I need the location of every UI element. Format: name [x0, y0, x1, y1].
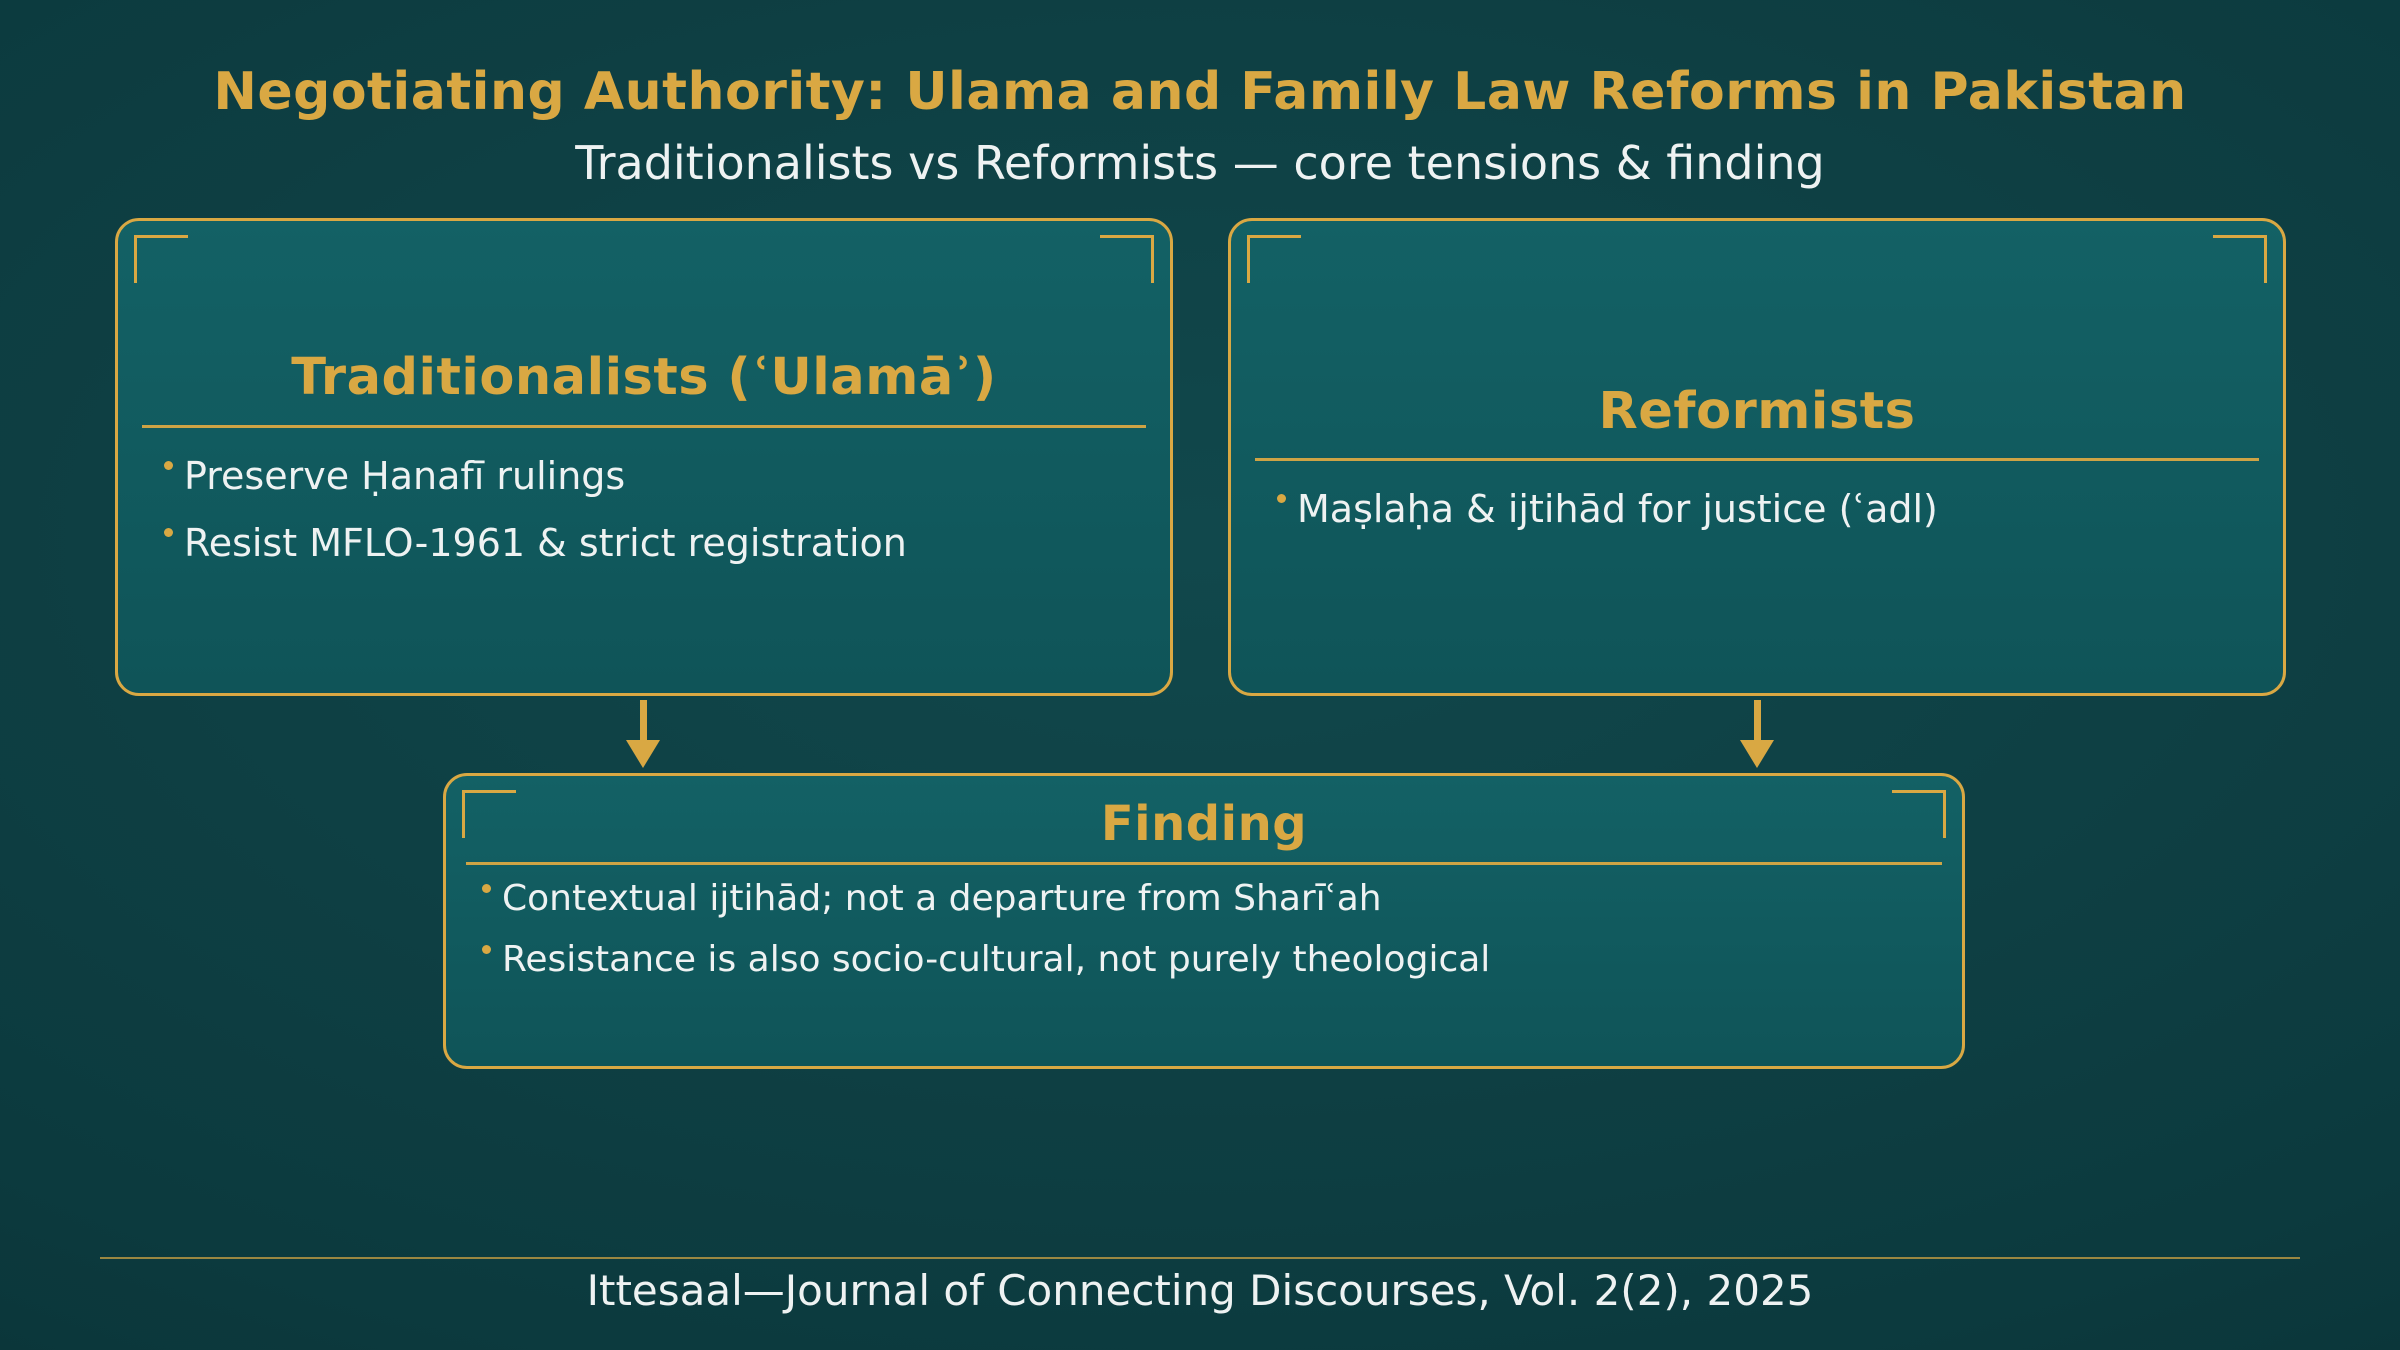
bullet-dot-icon: [482, 944, 491, 954]
bullet-text: Resist MFLO-1961 & strict registration: [184, 521, 907, 566]
arrow-head: [626, 740, 660, 768]
list-item: Preserve Ḥanafī rulings: [164, 454, 1134, 500]
traditionalists-box: Traditionalists (ʿUlamāʾ) Preserve Ḥanaf…: [115, 218, 1173, 696]
list-item: Resist MFLO-1961 & strict registration: [164, 521, 1134, 567]
corner-bracket-icon: [134, 235, 188, 283]
bullet-text: Maṣlaḥa & ijtihād for justice (ʿadl): [1297, 487, 1938, 532]
finding-bullet-list: Contextual ijtihād; not a departure from…: [446, 865, 1962, 981]
bullet-dot-icon: [1277, 494, 1286, 504]
heading-underline: [142, 424, 1146, 428]
page-subtitle: Traditionalists vs Reformists — core ten…: [575, 136, 1825, 190]
list-item: Maṣlaḥa & ijtihād for justice (ʿadl): [1277, 487, 2247, 533]
arrow-shaft: [639, 700, 647, 740]
reformists-bullet-list: Maṣlaḥa & ijtihād for justice (ʿadl): [1231, 461, 2283, 533]
footer-divider: [100, 1257, 2300, 1259]
traditionalists-title: Traditionalists (ʿUlamāʾ): [291, 348, 997, 408]
corner-bracket-icon: [462, 790, 516, 838]
page-title: Negotiating Authority: Ulama and Family …: [213, 62, 2187, 122]
reformists-box: Reformists Maṣlaḥa & ijtihād for justice…: [1228, 218, 2286, 696]
bullet-dot-icon: [164, 460, 173, 470]
traditionalists-bullet-list: Preserve Ḥanafī rulings Resist MFLO-1961…: [118, 428, 1170, 567]
corner-bracket-icon: [1247, 235, 1301, 283]
bullet-dot-icon: [482, 883, 491, 893]
down-arrow-icon: [623, 700, 663, 768]
heading-underline: [466, 861, 1942, 865]
list-item: Contextual ijtihād; not a departure from…: [482, 877, 1926, 920]
corner-bracket-icon: [1892, 790, 1946, 838]
bullet-text: Resistance is also socio-cultural, not p…: [502, 938, 1491, 980]
finding-box: Finding Contextual ijtihād; not a depart…: [443, 773, 1965, 1069]
list-item: Resistance is also socio-cultural, not p…: [482, 938, 1926, 981]
bullet-text: Preserve Ḥanafī rulings: [184, 453, 626, 498]
reformists-title: Reformists: [1598, 382, 1916, 442]
corner-bracket-icon: [2213, 235, 2267, 283]
heading-underline: [1255, 458, 2259, 462]
corner-bracket-icon: [1100, 235, 1154, 283]
footer-text: Ittesaal—Journal of Connecting Discourse…: [586, 1266, 1814, 1315]
down-arrow-icon: [1737, 700, 1777, 768]
bullet-dot-icon: [164, 528, 173, 538]
arrow-shaft: [1753, 700, 1761, 740]
arrow-head: [1740, 740, 1774, 768]
finding-title: Finding: [1100, 796, 1308, 852]
bullet-text: Contextual ijtihād; not a departure from…: [502, 877, 1382, 919]
